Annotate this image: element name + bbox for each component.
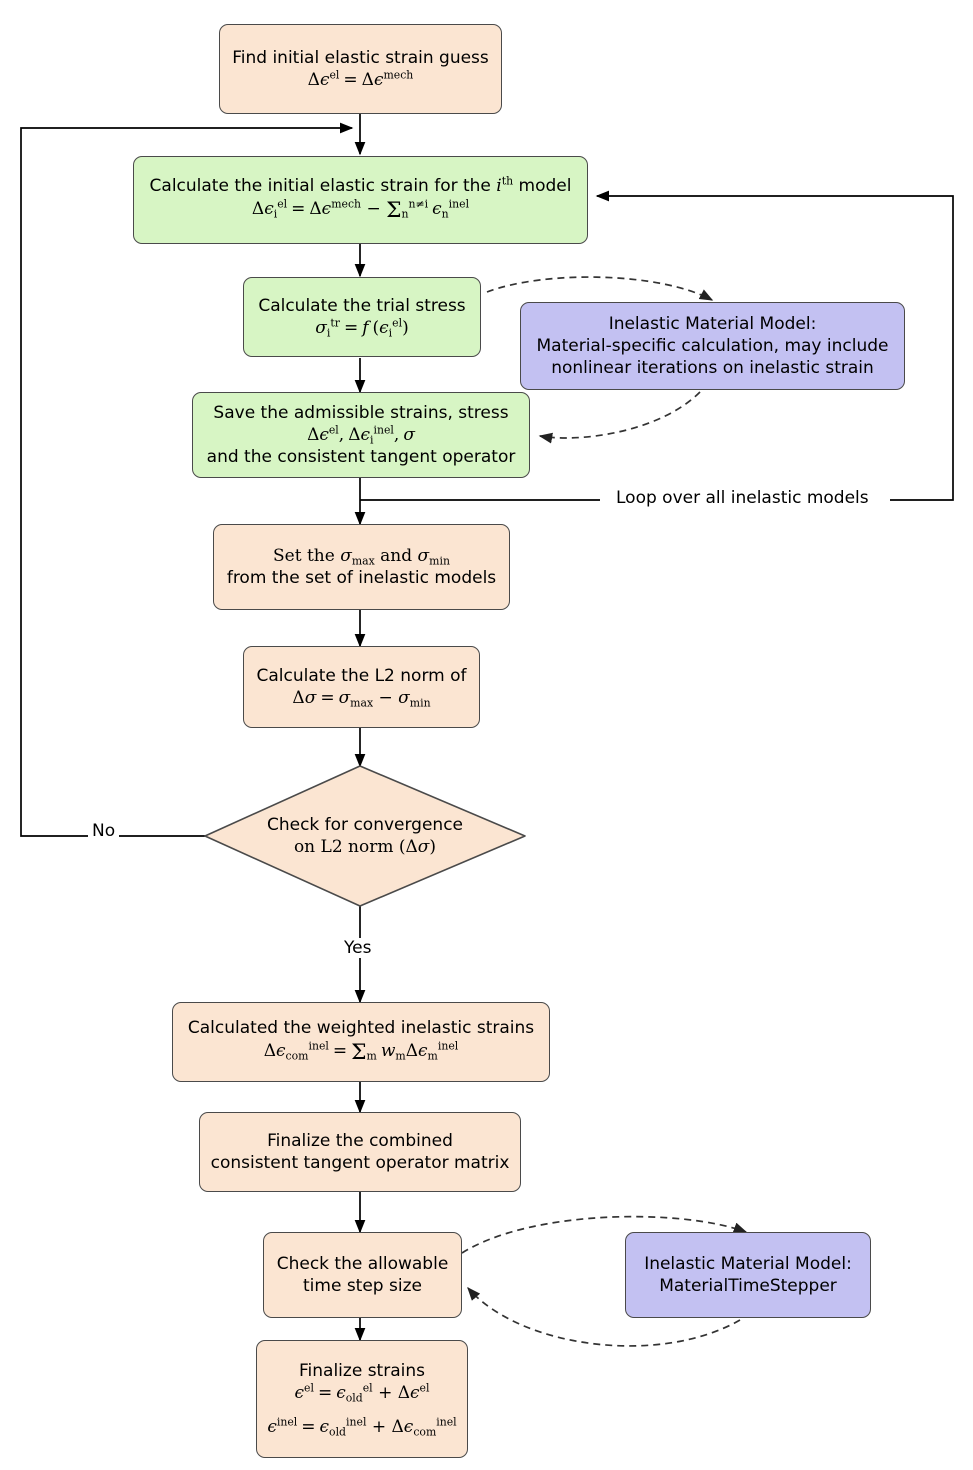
edge-label-yes: Yes: [340, 938, 376, 958]
node-l2-norm-formula: Δσ=σmax − σmin: [292, 688, 431, 710]
node-l2-norm[interactable]: Calculate the L2 norm of Δσ=σmax − σmin: [243, 646, 480, 728]
node-trial-stress-formula: σitr=f(ϵiel): [315, 316, 409, 340]
node-initial-elastic-strain-text-b: model: [513, 175, 572, 196]
edge-label-no: No: [88, 821, 120, 841]
node-trial-stress-line1: Calculate the trial stress: [258, 295, 466, 316]
node-inelastic-material-model-line2: Material-specific calculation, may inclu…: [536, 335, 889, 356]
node-weighted-inelastic[interactable]: Calculated the weighted inelastic strain…: [172, 1002, 550, 1082]
node-time-step-check[interactable]: Check the allowable time step size: [263, 1232, 462, 1318]
node-set-sigma-minmax-line1: Set the σmax and σmin: [273, 545, 450, 568]
node-time-step-check-line1: Check the allowable: [276, 1253, 449, 1274]
node-inelastic-material-model-line3: nonlinear iterations on inelastic strain: [551, 358, 874, 379]
node-inelastic-material-model[interactable]: Inelastic Material Model: Material-speci…: [520, 302, 905, 390]
node-initial-elastic-strain-ordinal: th: [501, 174, 514, 188]
node-convergence-check[interactable]: Check for convergence on L2 norm (Δσ): [205, 766, 525, 906]
node-finalize-strains-formula-1: ϵel=ϵoldel + Δϵel: [294, 1381, 430, 1405]
edge-model-to-save-dashed: [538, 391, 701, 444]
node-finalize-strains-formula-2: ϵinel=ϵoldinel + Δϵcominel: [267, 1415, 457, 1439]
node-save-admissible-line3: and the consistent tangent operator: [206, 447, 516, 468]
node-save-admissible-line1: Save the admissible strains, stress: [213, 402, 509, 423]
node-finalize-tangent-line1: Finalize the combined: [267, 1130, 453, 1151]
node-convergence-check-formula: on L2 norm (Δσ): [293, 837, 437, 857]
node-save-admissible[interactable]: Save the admissible strains, stress Δϵel…: [192, 392, 530, 478]
node-set-sigma-minmax-line2: from the set of inelastic models: [226, 568, 497, 588]
node-material-time-stepper-line2: MaterialTimeStepper: [659, 1276, 837, 1296]
node-convergence-check-line1: Check for convergence: [266, 814, 464, 835]
node-weighted-inelastic-line1: Calculated the weighted inelastic strain…: [187, 1017, 535, 1038]
node-time-step-check-line2: time step size: [303, 1276, 422, 1296]
edge-label-loop-inelastic: Loop over all inelastic models: [612, 488, 873, 508]
node-initial-guess[interactable]: Find initial elastic strain guess Δϵel=Δ…: [219, 24, 502, 114]
node-convergence-check-label: Check for convergence on L2 norm (Δσ): [205, 766, 525, 906]
node-material-time-stepper[interactable]: Inelastic Material Model: MaterialTimeSt…: [625, 1232, 871, 1318]
node-trial-stress[interactable]: Calculate the trial stress σitr=f(ϵiel): [243, 277, 481, 357]
node-finalize-strains-line1: Finalize strains: [299, 1360, 425, 1381]
node-initial-elastic-strain[interactable]: Calculate the initial elastic strain for…: [133, 156, 588, 244]
node-finalize-tangent-line2: consistent tangent operator matrix: [210, 1153, 510, 1173]
node-initial-elastic-strain-line1: Calculate the initial elastic strain for…: [142, 175, 579, 197]
node-initial-elastic-strain-text-a: Calculate the initial elastic strain for…: [149, 175, 497, 196]
node-finalize-tangent[interactable]: Finalize the combined consistent tangent…: [199, 1112, 521, 1192]
edge-trial-to-model-dashed: [486, 276, 714, 301]
node-material-time-stepper-line1: Inelastic Material Model:: [644, 1253, 852, 1274]
node-inelastic-material-model-line1: Inelastic Material Model:: [608, 313, 817, 334]
node-finalize-strains[interactable]: Finalize strains ϵel=ϵoldel + Δϵel ϵinel…: [256, 1340, 468, 1458]
node-l2-norm-line1: Calculate the L2 norm of: [256, 665, 467, 686]
node-set-sigma-minmax[interactable]: Set the σmax and σmin from the set of in…: [213, 524, 510, 610]
node-save-admissible-formula: Δϵel,Δϵiinel,σ: [307, 423, 415, 447]
node-initial-guess-line1: Find initial elastic strain guess: [232, 47, 489, 68]
node-initial-guess-formula: Δϵel=Δϵmech: [307, 68, 414, 90]
node-initial-elastic-strain-index: i: [496, 175, 502, 196]
